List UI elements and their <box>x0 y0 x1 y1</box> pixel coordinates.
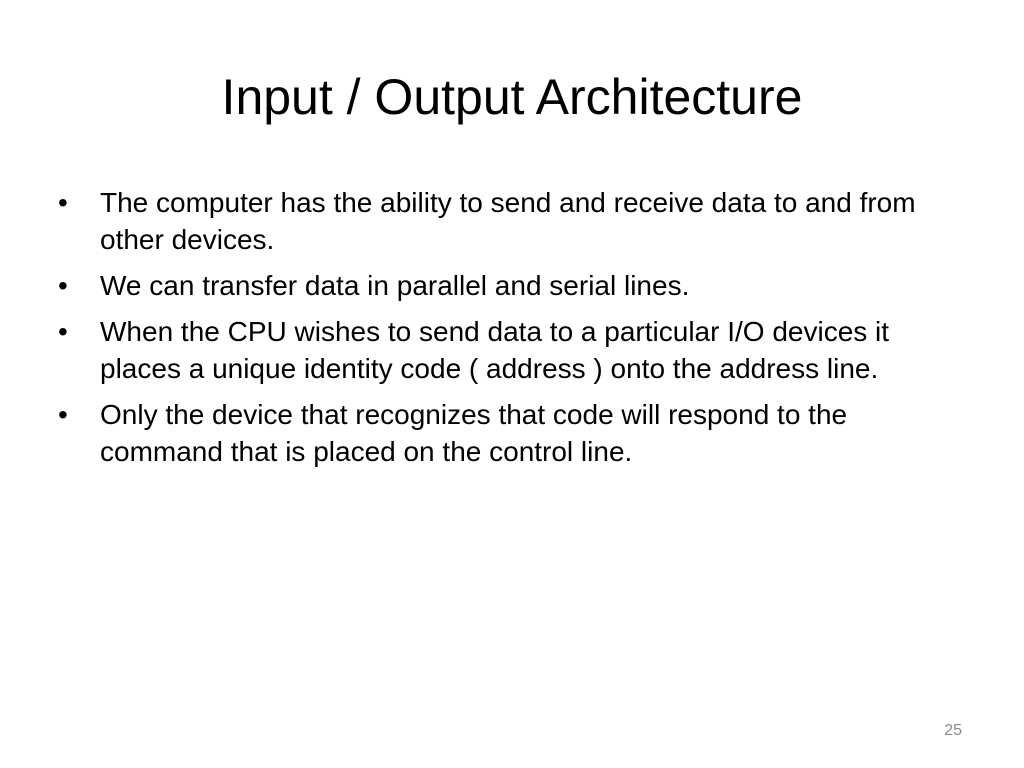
slide-title: Input / Output Architecture <box>221 69 803 125</box>
bullet-item: • Only the device that recognizes that c… <box>58 396 958 470</box>
bullet-marker: • <box>58 270 68 301</box>
bullet-marker: • <box>58 187 68 218</box>
bullet-text: Only the device that recognizes that cod… <box>100 399 848 467</box>
bullet-marker: • <box>58 399 68 430</box>
bullet-item: • When the CPU wishes to send data to a … <box>58 313 958 387</box>
bullet-text: The computer has the ability to send and… <box>100 187 916 255</box>
bullet-text: We can transfer data in parallel and ser… <box>100 270 690 301</box>
bullet-marker: • <box>58 316 68 347</box>
bullet-item: • We can transfer data in parallel and s… <box>58 267 958 304</box>
page-number: 25 <box>944 722 962 739</box>
bullet-list: • The computer has the ability to send a… <box>58 184 958 479</box>
bullet-text: When the CPU wishes to send data to a pa… <box>100 316 890 384</box>
bullet-item: • The computer has the ability to send a… <box>58 184 958 258</box>
